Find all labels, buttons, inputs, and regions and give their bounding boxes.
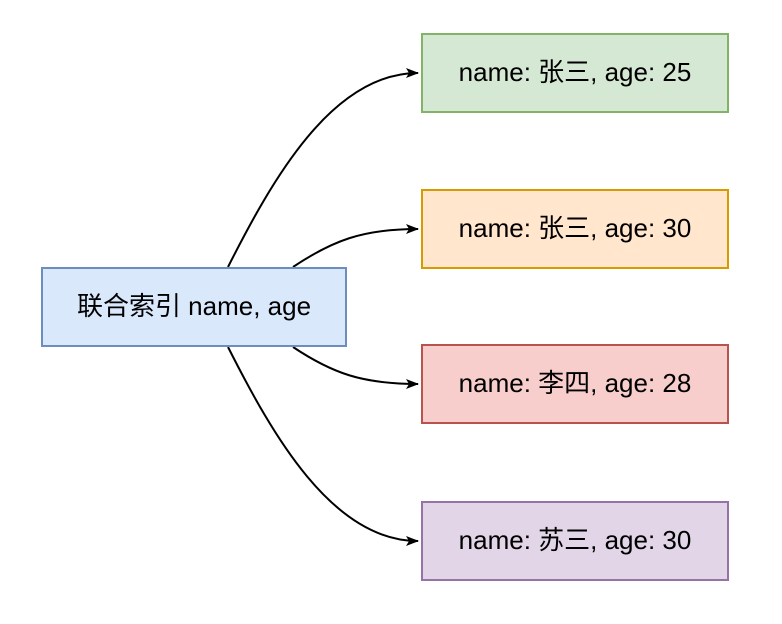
record-label: name: 张三, age: 30 [458, 213, 692, 244]
arrow-index-to-record-3 [227, 346, 419, 546]
arrow-index-to-record-1 [292, 224, 419, 268]
record-node: name: 张三, age: 30 [421, 189, 729, 269]
record-label: name: 苏三, age: 30 [458, 525, 692, 556]
record-node: name: 李四, age: 28 [421, 344, 729, 424]
arrow-index-to-record-2 [292, 346, 419, 389]
arrow-index-to-record-0 [227, 68, 419, 268]
record-label: name: 张三, age: 25 [458, 57, 692, 88]
record-node: name: 苏三, age: 30 [421, 501, 729, 581]
index-node-label: 联合索引 name, age [76, 291, 312, 322]
record-label: name: 李四, age: 28 [458, 368, 692, 399]
index-node: 联合索引 name, age [41, 267, 347, 347]
record-node: name: 张三, age: 25 [421, 33, 729, 113]
